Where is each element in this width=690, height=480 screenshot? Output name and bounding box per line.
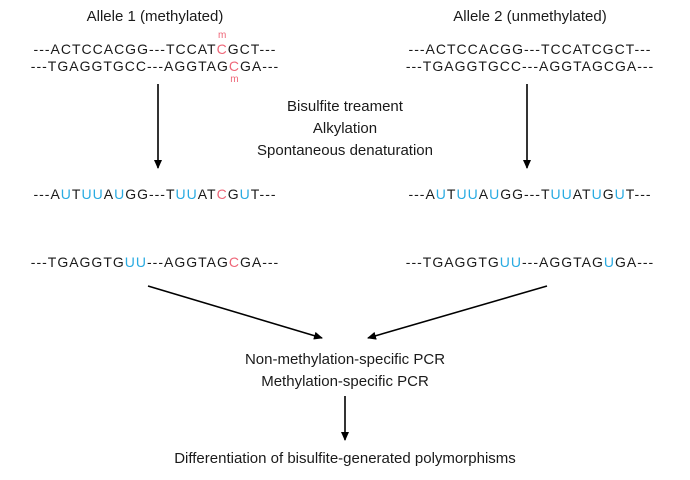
allele2-title: Allele 2 (unmethylated) [453, 8, 607, 25]
treatment-step-bisulfite: Bisulfite treament [287, 98, 403, 115]
allele1-title: Allele 1 (methylated) [86, 8, 224, 25]
allele2-converted-bottom-strand: ---TGAGGTGUU---AGGTAGUGA--- [405, 254, 655, 270]
allele1-converted-bottom-strand: ---TGAGGTGUU---AGGTAGCGA--- [30, 254, 280, 270]
treatment-step-alkylation: Alkylation [312, 120, 378, 137]
allele2-duplex: ---ACTCCACGG---TCCATCGCT--- ---TGAGGTGCC… [372, 41, 688, 75]
converge-arrow-left-icon [147, 285, 323, 340]
result-text: Differentiation of bisulfite-generated p… [174, 450, 516, 467]
treatment-steps: Bisulfite treament Alkylation Spontaneou… [170, 96, 520, 162]
treatment-step-denaturation: Spontaneous denaturation [257, 142, 433, 159]
pcr-non-methylation-specific: Non-methylation-specific PCR [244, 351, 446, 368]
allele1-converted-top-strand: ---AUTUUAUGG---TUUATCGUT--- [33, 186, 277, 202]
converge-arrow-right-icon [367, 285, 548, 340]
allele2-bottom-strand: ---TGAGGTGCC---AGGTAGCGA--- [405, 58, 655, 74]
allele2-top-strand: ---ACTCCACGG---TCCATCGCT--- [408, 41, 652, 57]
pcr-methylation-specific: Methylation-specific PCR [261, 373, 429, 390]
pcr-steps: Non-methylation-specific PCR Methylation… [170, 349, 520, 393]
allele2-converted-top-strand: ---AUTUUAUGG---TUUATUGUT--- [408, 186, 652, 202]
